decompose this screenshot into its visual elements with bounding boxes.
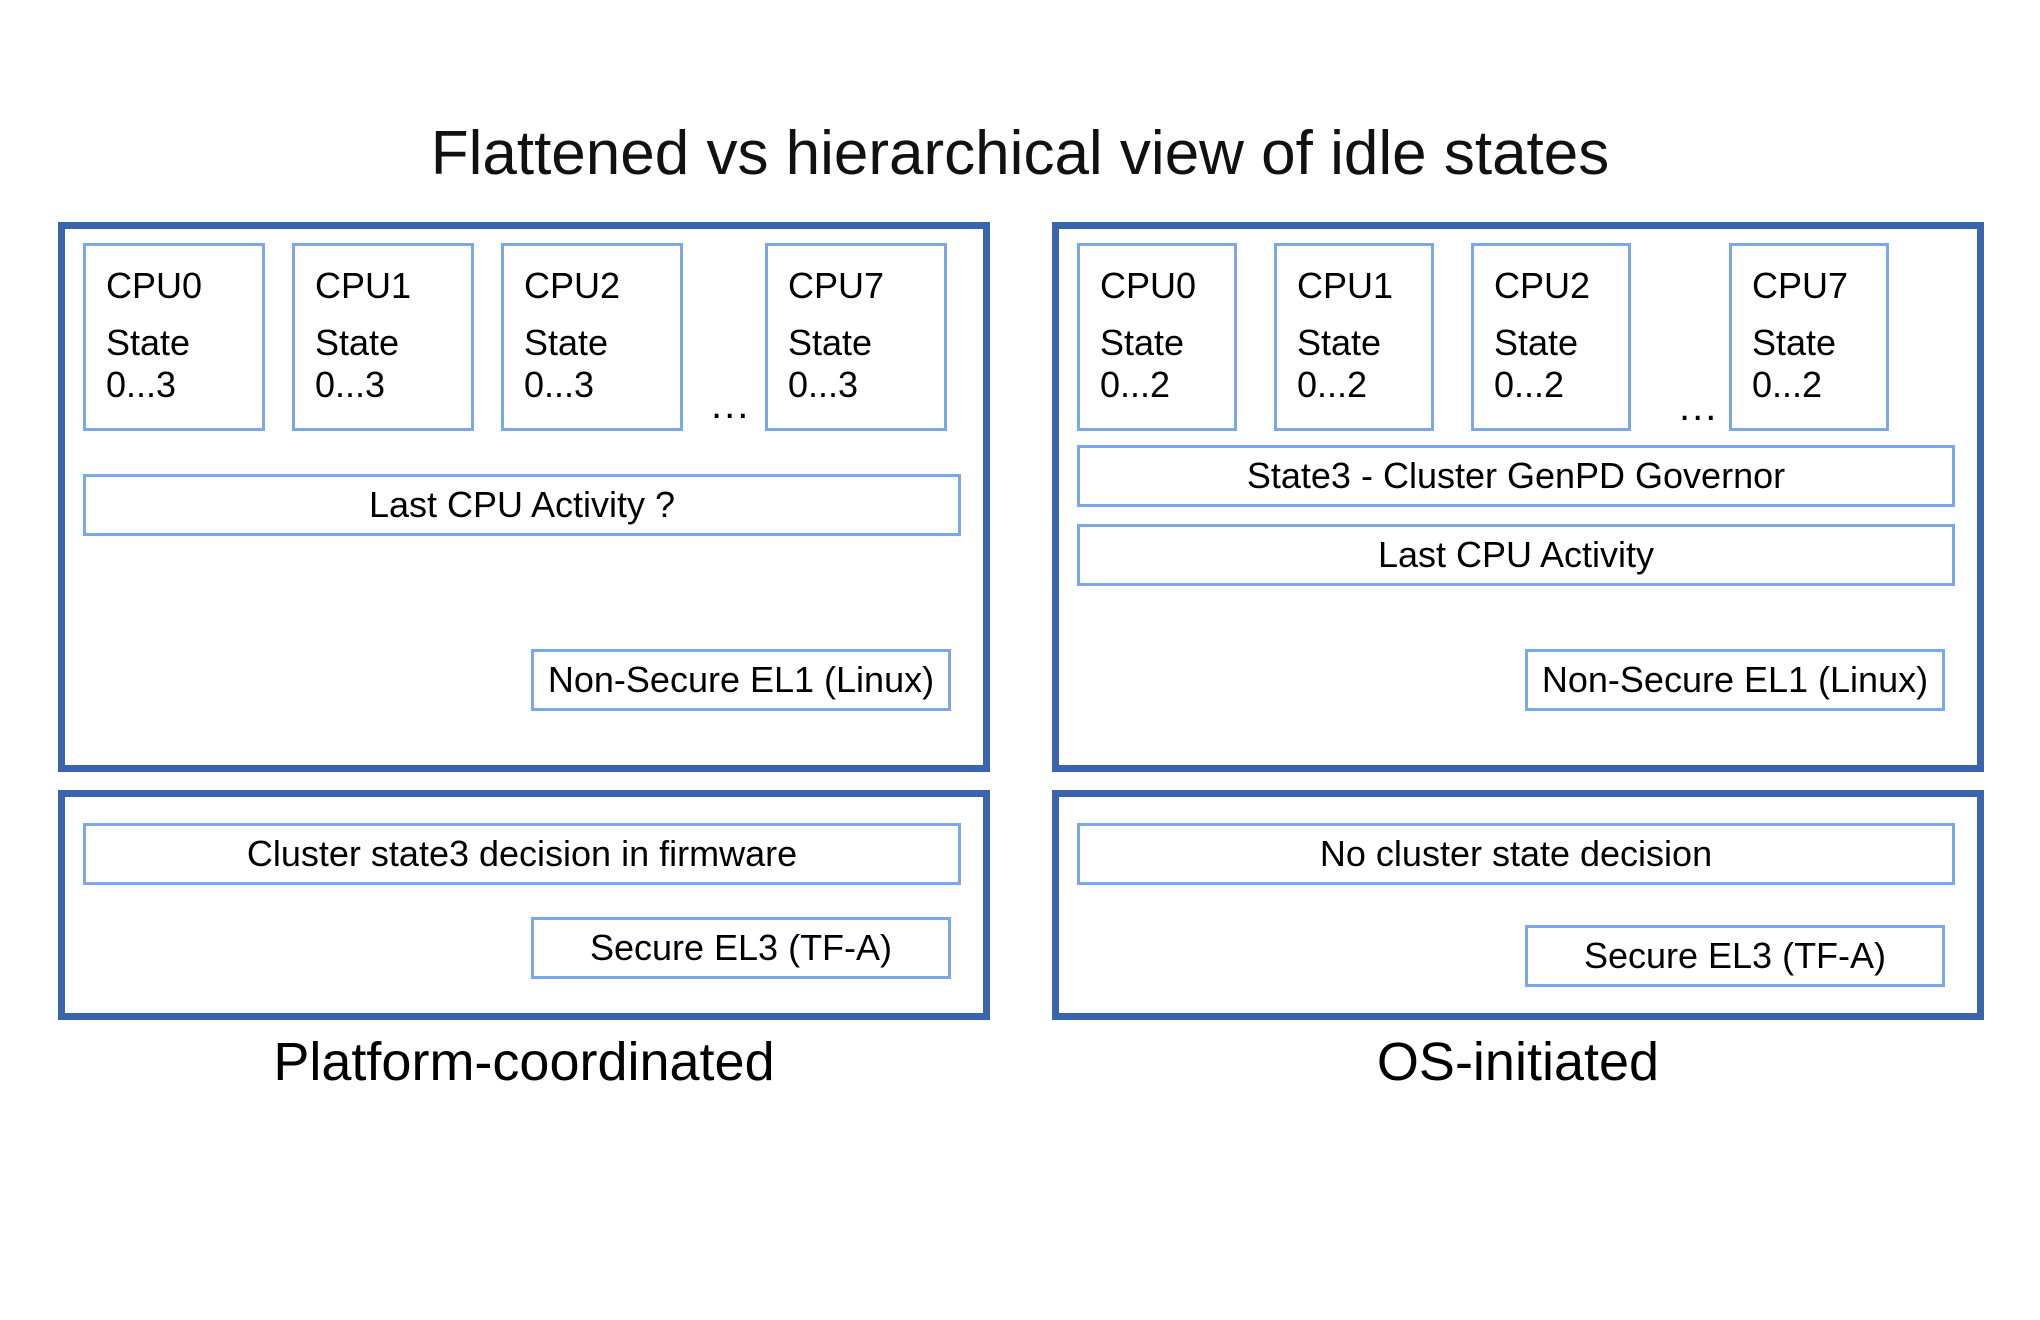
platform-coordinated-os-panel: CPU0 State 0...3 CPU1 State 0...3 CPU2 S… (58, 222, 990, 772)
cpu-state: State 0...3 (106, 322, 190, 406)
cpu-label: CPU7 (1752, 265, 1849, 306)
cpu-label: CPU2 (524, 265, 621, 306)
cpu-box-cpu0: CPU0 State 0...3 (83, 243, 265, 431)
cpu-state-label: State (524, 322, 609, 363)
cluster-state-decision-bar: No cluster state decision (1077, 823, 1955, 885)
cpu-box-cpu1: CPU1 State 0...3 (292, 243, 474, 431)
cpu-state: State 0...3 (788, 322, 872, 406)
cpu-range-ellipsis: ... (711, 383, 751, 427)
cpu-state-label: State (1752, 322, 1837, 363)
cpu-label: CPU1 (315, 265, 412, 306)
cpu-state-range: 0...2 (1100, 364, 1171, 405)
exception-level-badge-el3: Secure EL3 (TF-A) (1525, 925, 1945, 987)
cpu-state: State 0...3 (524, 322, 608, 406)
cpu-box-cpu7: CPU7 State 0...3 (765, 243, 947, 431)
cpu-state-range: 0...3 (315, 364, 386, 405)
cpu-state-label: State (106, 322, 191, 363)
last-cpu-activity-bar: Last CPU Activity ? (83, 474, 961, 536)
exception-level-badge-el1: Non-Secure EL1 (Linux) (1525, 649, 1945, 711)
exception-level-badge-el1: Non-Secure EL1 (Linux) (531, 649, 951, 711)
cpu-state-range: 0...2 (1752, 364, 1823, 405)
cpu-state: State 0...2 (1297, 322, 1381, 406)
cpu-box-cpu2: CPU2 State 0...2 (1471, 243, 1631, 431)
cpu-box-cpu2: CPU2 State 0...3 (501, 243, 683, 431)
cpu-state-label: State (788, 322, 873, 363)
exception-level-badge-el3: Secure EL3 (TF-A) (531, 917, 951, 979)
cpu-state-range: 0...3 (788, 364, 859, 405)
cpu-state-label: State (1297, 322, 1382, 363)
cpu-label: CPU0 (106, 265, 203, 306)
cpu-state-range: 0...2 (1297, 364, 1368, 405)
os-initiated-firmware-panel: No cluster state decision Secure EL3 (TF… (1052, 790, 1984, 1020)
cpu-state: State 0...2 (1752, 322, 1836, 406)
cpu-state: State 0...2 (1494, 322, 1578, 406)
cpu-label: CPU7 (788, 265, 885, 306)
cpu-box-cpu0: CPU0 State 0...2 (1077, 243, 1237, 431)
cpu-state-range: 0...2 (1494, 364, 1565, 405)
last-cpu-activity-bar: Last CPU Activity (1077, 524, 1955, 586)
left-diagram-caption: Platform-coordinated (273, 1032, 775, 1092)
cpu-state-label: State (1494, 322, 1579, 363)
cpu-label: CPU1 (1297, 265, 1394, 306)
cpu-range-ellipsis: ... (1679, 385, 1719, 429)
page-title: Flattened vs hierarchical view of idle s… (430, 119, 1610, 188)
cpu-box-cpu7: CPU7 State 0...2 (1729, 243, 1889, 431)
cpu-label: CPU0 (1100, 265, 1197, 306)
cpu-state-range: 0...3 (524, 364, 595, 405)
cluster-genpd-governor-bar: State3 - Cluster GenPD Governor (1077, 445, 1955, 507)
cluster-state-decision-bar: Cluster state3 decision in firmware (83, 823, 961, 885)
cpu-label: CPU2 (1494, 265, 1591, 306)
cpu-state-label: State (1100, 322, 1185, 363)
cpu-state: State 0...3 (315, 322, 399, 406)
cpu-state-label: State (315, 322, 400, 363)
os-initiated-os-panel: CPU0 State 0...2 CPU1 State 0...2 CPU2 S… (1052, 222, 1984, 772)
cpu-state-range: 0...3 (106, 364, 177, 405)
platform-coordinated-firmware-panel: Cluster state3 decision in firmware Secu… (58, 790, 990, 1020)
right-diagram-caption: OS-initiated (1376, 1032, 1660, 1092)
cpu-state: State 0...2 (1100, 322, 1184, 406)
cpu-box-cpu1: CPU1 State 0...2 (1274, 243, 1434, 431)
